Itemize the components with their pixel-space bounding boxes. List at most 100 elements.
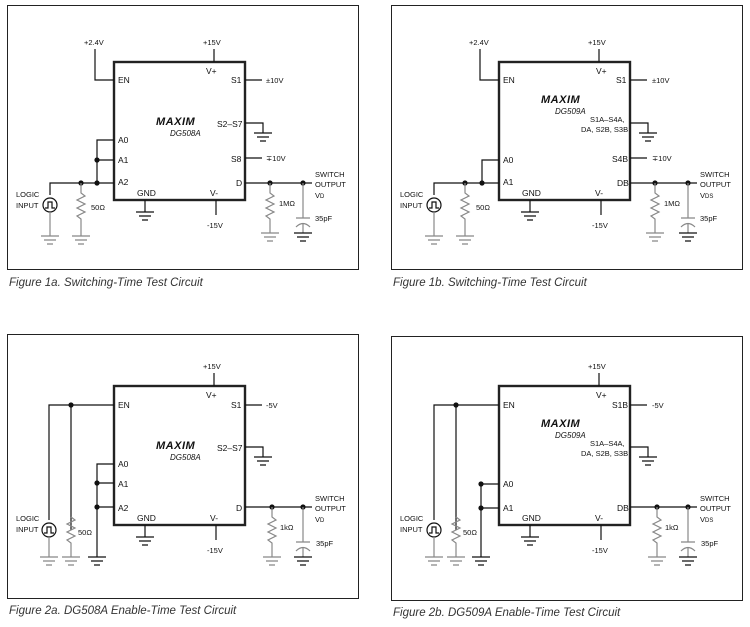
- switch-output-label-2: OUTPUT: [315, 504, 346, 513]
- capacitor-icon: [295, 183, 311, 233]
- capacitor-icon: [680, 183, 696, 233]
- pin-s2-s7: S2–S7: [217, 443, 243, 453]
- figure-caption: Figure 1b. Switching-Time Test Circuit: [393, 277, 588, 289]
- pin-s1a-s4a: S1A–S4A,: [590, 439, 625, 448]
- pulse-source-icon: [41, 522, 57, 538]
- supply-positive: +15V: [203, 362, 221, 371]
- part-number: DG508A: [170, 129, 201, 138]
- s1-voltage: -5V: [266, 401, 278, 410]
- pin-vplus: V+: [596, 390, 607, 400]
- ground-icon: [645, 232, 665, 242]
- load-resistor: 1kΩ: [280, 523, 294, 532]
- logic-input-label-1: LOGIC: [400, 190, 424, 199]
- pin-gnd: GND: [522, 188, 541, 198]
- output-node: VDS: [700, 515, 713, 524]
- ground-icon: [520, 536, 540, 546]
- load-resistor: 1MΩ: [279, 199, 295, 208]
- logic-input-label-1: LOGIC: [16, 190, 40, 199]
- ground-icon: [638, 132, 658, 142]
- capacitor-icon: [295, 507, 311, 557]
- pin-en: EN: [118, 400, 130, 410]
- supply-negative: -15V: [592, 221, 608, 230]
- figure-2b: MAXIM DG509A EN V+ S1B S1A–S4A, DA, S2B,…: [391, 336, 743, 619]
- ic-package: [497, 384, 632, 527]
- ground-icon: [71, 235, 91, 245]
- pin-da-s2b-s3b: DA, S2B, S3B: [581, 449, 628, 458]
- maxim-logo: MAXIM: [156, 440, 196, 452]
- pin-gnd: GND: [522, 513, 541, 523]
- load-capacitor: 35pF: [315, 214, 333, 223]
- ground-icon: [260, 232, 280, 242]
- enable-voltage: +2.4V: [469, 38, 489, 47]
- load-capacitor: 35pF: [700, 214, 718, 223]
- s1-voltage: ±10V: [652, 76, 669, 85]
- figure-frame: [7, 5, 359, 270]
- output-node: VDS: [700, 191, 713, 200]
- ground-icon: [293, 556, 313, 566]
- pin-db: DB: [617, 178, 629, 188]
- logic-input-label-2: INPUT: [16, 201, 39, 210]
- pulse-source-icon: [426, 522, 442, 538]
- switch-output-label-2: OUTPUT: [315, 180, 346, 189]
- output-node: VD: [315, 191, 325, 200]
- switch-output-label-1: SWITCH: [315, 170, 345, 179]
- output-node: VD: [315, 515, 325, 524]
- ground-icon: [424, 235, 444, 245]
- pin-s1: S1: [231, 400, 242, 410]
- maxim-logo: MAXIM: [541, 418, 581, 430]
- pin-a0: A0: [118, 459, 129, 469]
- enable-voltage: +2.4V: [84, 38, 104, 47]
- supply-negative: -15V: [207, 221, 223, 230]
- logic-input-label-1: LOGIC: [400, 514, 424, 523]
- s8-voltage: ∓10V: [266, 154, 286, 163]
- pin-vminus: V-: [595, 513, 603, 523]
- ground-icon: [424, 556, 444, 566]
- capacitor-icon: [680, 507, 696, 557]
- ground-icon: [678, 556, 698, 566]
- ground-icon: [471, 556, 491, 566]
- figure-1b: MAXIM DG509A EN V+ S1 S1A–S4A, DA, S2B, …: [391, 5, 743, 289]
- switch-output-label-2: OUTPUT: [700, 180, 731, 189]
- pin-a2: A2: [118, 177, 129, 187]
- resistor-icon: [65, 516, 77, 557]
- load-capacitor: 35pF: [316, 539, 334, 548]
- pin-da-s2b-s3b: DA, S2B, S3B: [581, 125, 628, 134]
- s1-voltage: ±10V: [266, 76, 283, 85]
- figure-caption: Figure 2a. DG508A Enable-Time Test Circu…: [9, 605, 237, 617]
- ground-icon: [520, 211, 540, 221]
- pin-s1a-s4a: S1A–S4A,: [590, 115, 625, 124]
- part-number: DG509A: [555, 431, 586, 440]
- ground-icon: [39, 556, 59, 566]
- pin-s1: S1: [231, 75, 242, 85]
- ground-icon: [455, 235, 475, 245]
- pin-vminus: V-: [210, 188, 218, 198]
- pin-db: DB: [617, 503, 629, 513]
- figure-frame: [391, 336, 743, 601]
- maxim-logo: MAXIM: [156, 116, 196, 128]
- logic-input-label-2: INPUT: [400, 525, 423, 534]
- pin-d: D: [236, 503, 242, 513]
- figure-caption: Figure 2b. DG509A Enable-Time Test Circu…: [393, 607, 621, 619]
- ground-icon: [87, 556, 107, 566]
- ground-icon: [253, 456, 273, 466]
- ground-icon: [446, 556, 466, 566]
- pin-a0: A0: [503, 479, 514, 489]
- pin-a1: A1: [118, 479, 129, 489]
- figure-frame: [391, 5, 743, 270]
- supply-positive: +15V: [203, 38, 221, 47]
- pin-a1: A1: [503, 177, 514, 187]
- pulse-source-icon: [426, 197, 442, 213]
- pulse-source-icon: [42, 197, 58, 213]
- load-resistor: 1MΩ: [664, 199, 680, 208]
- s4b-voltage: ∓10V: [652, 154, 672, 163]
- pin-gnd: GND: [137, 513, 156, 523]
- logic-input-label-2: INPUT: [400, 201, 423, 210]
- ic-package: [112, 60, 247, 202]
- pin-s4b: S4B: [612, 154, 628, 164]
- resistor-icon: [450, 516, 462, 557]
- figure-1a: MAXIM DG508A EN V+ S1 S2–S7 S8 D A0 A1 A…: [7, 5, 359, 289]
- pin-en: EN: [118, 75, 130, 85]
- switch-output-label-1: SWITCH: [315, 494, 345, 503]
- pin-vminus: V-: [210, 513, 218, 523]
- ground-icon: [253, 132, 273, 142]
